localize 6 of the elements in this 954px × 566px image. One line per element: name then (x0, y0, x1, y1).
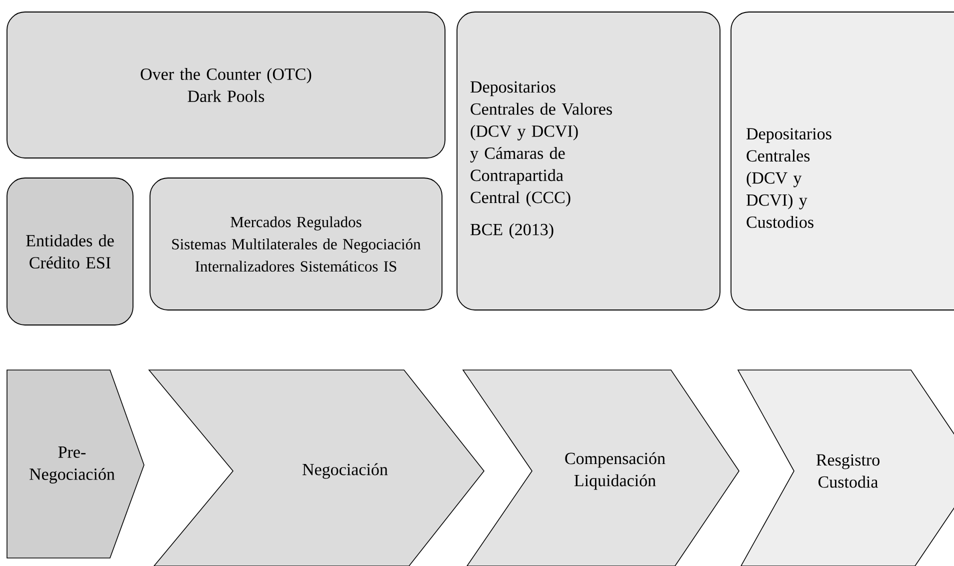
process-step: Pre-Negociación (6, 370, 144, 558)
rounded-box: Depositarios Centrales (DCV y DCVI) y Custodios (730, 12, 954, 310)
rounded-box: Over the Counter (OTC) Dark Pools (6, 12, 446, 158)
rounded-box: Entidades de Crédito ESI (6, 178, 134, 326)
rounded-box: Depositarios Centrales de Valores (DCV y DCVI) y Cámaras de Contrapartida Central (CCC) BCE (2013) (456, 12, 720, 310)
rounded-box: Mercados Regulados Sistemas Multilaterales de Negociación Internalizadores Sistemáticos IS (150, 178, 442, 310)
